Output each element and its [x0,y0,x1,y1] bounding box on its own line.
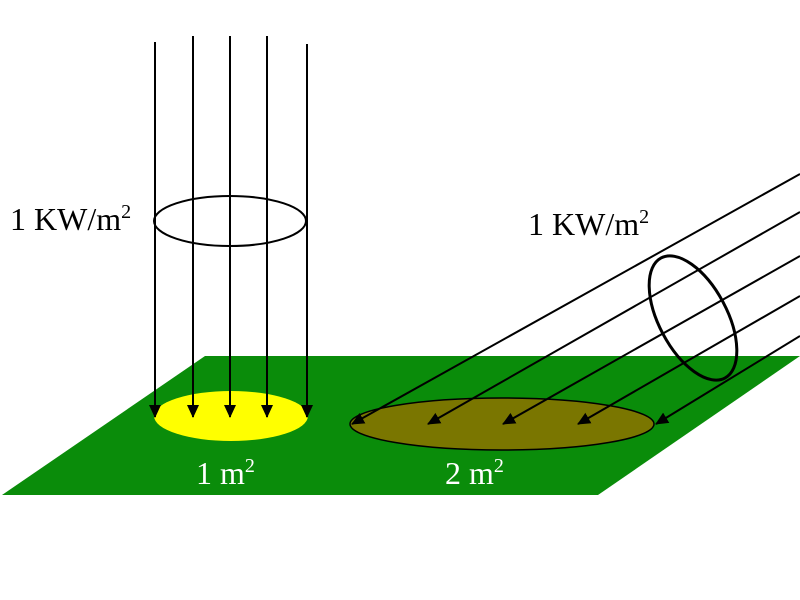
oblique-flux-exponent: 2 [639,206,649,228]
vertical-flux-exponent: 2 [121,201,131,223]
oblique-area-exponent: 2 [494,455,504,477]
vertical-beam-rays [149,36,313,418]
oblique-ray [502,255,800,425]
vertical-area-exponent: 2 [245,455,255,477]
oblique-ray [351,173,800,425]
vertical-flux-value: 1 KW/m [10,201,121,237]
oblique-beam-rays [351,173,800,425]
oblique-flux-label: 1 KW/m2 [528,206,649,242]
oblique-area-value: 2 m [445,455,494,491]
oblique-ray [655,335,800,425]
oblique-ray [577,295,800,425]
oblique-area-label: 2 m2 [445,455,504,491]
oblique-beam-cross-section [647,254,739,382]
vertical-flux-label: 1 KW/m2 [10,201,131,237]
oblique-spot [349,397,655,451]
oblique-ray [427,211,800,425]
vertical-beam-cross-section [153,195,307,247]
oblique-flux-value: 1 KW/m [528,206,639,242]
vertical-area-label: 1 m2 [196,455,255,491]
vertical-area-value: 1 m [196,455,245,491]
